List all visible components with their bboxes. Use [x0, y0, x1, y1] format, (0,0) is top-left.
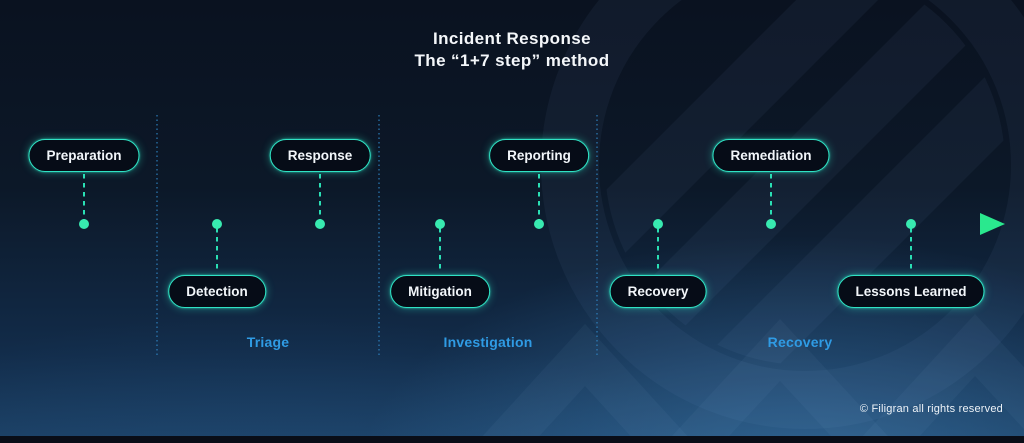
step-pill-lessons-learned: Lessons Learned	[837, 275, 985, 308]
step-dot	[534, 219, 544, 229]
step-pill-preparation: Preparation	[28, 139, 140, 172]
step-pill-reporting: Reporting	[489, 139, 589, 172]
step-dot	[653, 219, 663, 229]
step-dot	[906, 219, 916, 229]
step-dot	[435, 219, 445, 229]
step-dot	[212, 219, 222, 229]
copyright-text: © Filigran all rights reserved	[859, 403, 1003, 415]
phase-label-recovery: Recovery	[767, 334, 833, 350]
step-pill-detection: Detection	[168, 275, 266, 308]
chevron-texture	[476, 313, 1024, 443]
arrowhead-icon	[980, 213, 1005, 235]
step-pill-remediation: Remediation	[712, 139, 830, 172]
step-dot	[315, 219, 325, 229]
step-connectors	[83, 174, 912, 273]
step-pill-mitigation: Mitigation	[390, 275, 490, 308]
step-dot	[766, 219, 776, 229]
step-pill-response: Response	[269, 139, 371, 172]
step-pill-recovery: Recovery	[609, 275, 707, 308]
phase-label-investigation: Investigation	[443, 334, 533, 350]
title-line-2: The “1+7 step” method	[414, 51, 610, 70]
phase-label-triage: Triage	[246, 334, 290, 350]
step-dot	[79, 219, 89, 229]
step-dots	[79, 219, 916, 229]
diagram-title: Incident Response The “1+7 step” method	[0, 28, 1024, 72]
title-line-1: Incident Response	[433, 29, 591, 48]
